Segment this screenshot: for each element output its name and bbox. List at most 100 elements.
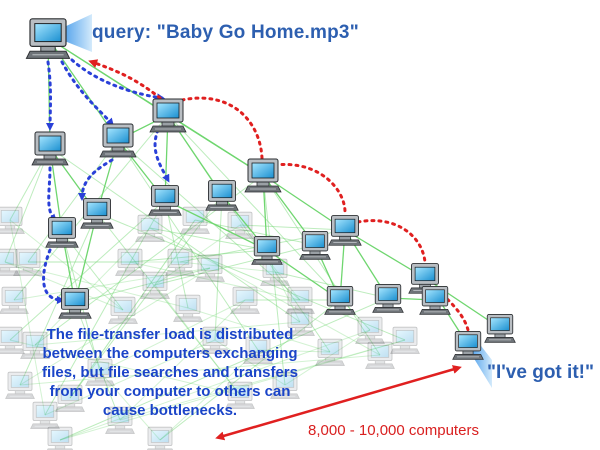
background-link	[257, 349, 331, 353]
query-path	[42, 248, 65, 304]
found-speech-pointer-icon	[470, 342, 492, 388]
background-link	[4, 147, 51, 263]
computer-icon	[99, 123, 137, 158]
computer-icon	[484, 313, 516, 343]
computer-icon	[180, 206, 210, 234]
background-link	[119, 299, 246, 421]
background-link	[239, 224, 346, 231]
background-link	[96, 212, 241, 396]
background-link	[74, 267, 211, 304]
network-link	[167, 114, 264, 176]
query-path	[70, 58, 165, 102]
computer-icon	[115, 248, 145, 276]
count-span-arrow	[215, 365, 462, 441]
computer-icon	[165, 248, 195, 276]
computer-icon	[195, 254, 225, 282]
query-label: query: "Baby Go Home.mp3"	[92, 22, 359, 43]
computer-icon	[0, 248, 20, 276]
computer-icon	[324, 285, 356, 315]
background-link	[262, 174, 286, 386]
background-link	[154, 244, 316, 286]
computer-icon	[285, 286, 315, 314]
background-link	[9, 339, 241, 396]
computer-count-label: 8,000 - 10,000 computers	[308, 422, 479, 439]
caption-line: cause bottlenecks.	[102, 402, 238, 419]
computer-icon	[108, 296, 138, 324]
query-path	[78, 158, 114, 201]
computer-icon	[230, 286, 260, 314]
found-label: "I've got it!"	[487, 362, 594, 383]
computer-icon	[30, 401, 60, 429]
computer-icon	[225, 211, 255, 239]
computer-icon	[58, 288, 92, 319]
background-link	[262, 174, 381, 356]
computer-icon	[149, 98, 187, 133]
background-link	[19, 267, 211, 386]
computer-icon	[328, 215, 362, 246]
background-link	[99, 299, 246, 373]
computer-icon	[315, 338, 345, 366]
response-path	[88, 59, 162, 100]
computer-icon	[0, 326, 25, 354]
background-link	[9, 219, 46, 416]
computer-icon	[5, 371, 35, 399]
query-speech-pointer-icon	[62, 14, 92, 52]
computer-icon	[140, 271, 170, 299]
network-link	[164, 199, 268, 251]
caption-line: from your computer to others can	[49, 383, 291, 400]
computer-icon	[390, 326, 420, 354]
caption: The file-transfer load is distributed be…	[4, 325, 336, 420]
computer-icon	[452, 330, 484, 360]
computer-icon	[0, 286, 29, 314]
computer-icon	[105, 406, 135, 434]
computer-icon	[372, 283, 404, 313]
background-link	[117, 139, 259, 351]
computer-icon	[47, 426, 73, 450]
computer-icon	[13, 248, 43, 276]
background-link	[149, 227, 268, 251]
background-link	[159, 349, 259, 441]
background-link	[179, 261, 276, 273]
caption-line: The file-transfer load is distributed	[46, 326, 294, 343]
background-link	[69, 219, 196, 399]
computer-icon	[80, 198, 114, 229]
background-link	[69, 219, 196, 399]
background-link	[99, 371, 161, 441]
background-link	[96, 212, 406, 341]
computer-icon	[200, 326, 230, 354]
computer-icon	[85, 358, 115, 386]
background-link	[187, 307, 331, 353]
background-link	[149, 227, 381, 356]
response-path	[180, 96, 264, 160]
response-path	[273, 162, 347, 214]
background-link	[44, 199, 166, 416]
background-link	[34, 227, 151, 346]
background-link	[129, 249, 268, 263]
active-computers	[25, 18, 516, 360]
caption-line: between the computers exchanging	[42, 345, 298, 362]
computer-icon	[0, 206, 25, 234]
computer-icon	[419, 285, 451, 315]
background-link	[4, 261, 189, 309]
background-link	[34, 321, 301, 346]
computer-icon	[147, 426, 173, 450]
query-path	[60, 60, 114, 127]
computer-icon	[45, 217, 79, 248]
background-link	[74, 302, 121, 421]
computer-icon	[135, 214, 165, 242]
background-link	[129, 261, 301, 301]
background-link	[4, 261, 124, 311]
query-path	[46, 60, 55, 131]
background-link	[9, 199, 166, 341]
background-link	[154, 224, 241, 286]
response-path	[435, 288, 470, 332]
background-link	[13, 267, 211, 301]
computer-icon	[20, 331, 50, 359]
search-paths	[42, 58, 470, 332]
computer-icon	[408, 263, 442, 294]
background-link	[44, 339, 216, 416]
background-link	[27, 139, 119, 263]
computer-icon	[148, 185, 182, 216]
computer-icon	[55, 384, 85, 412]
